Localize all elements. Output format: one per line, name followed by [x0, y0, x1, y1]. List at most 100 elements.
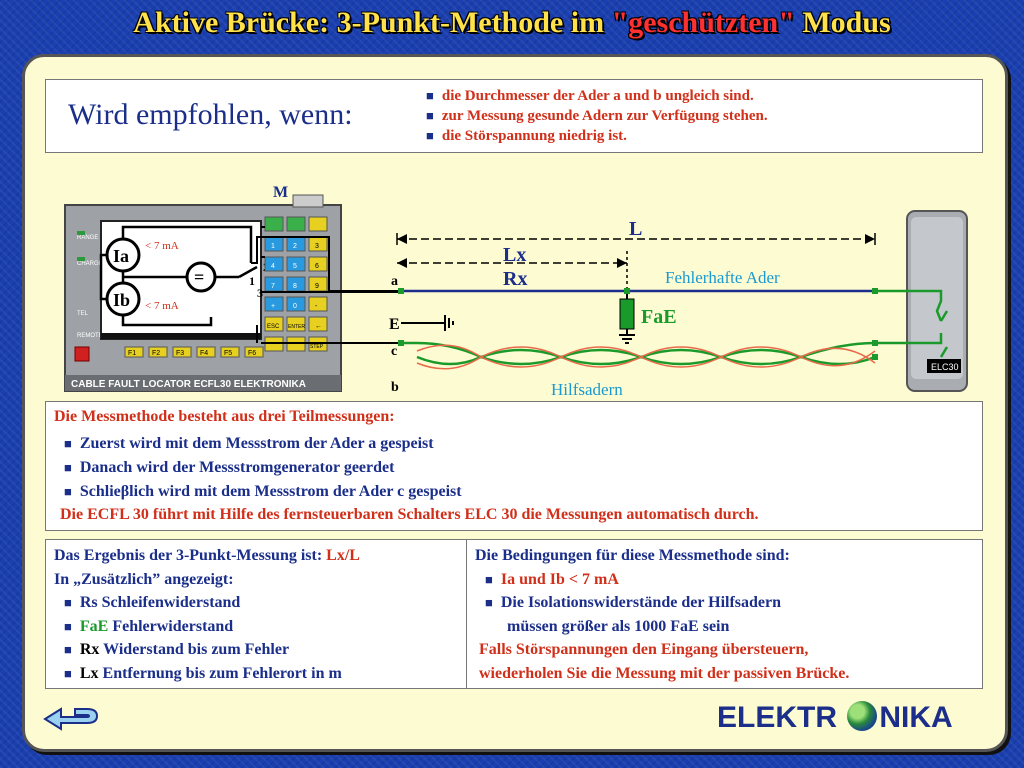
keypad-key[interactable]	[286, 216, 306, 232]
ia-label: Ia	[113, 246, 129, 266]
keypad-key[interactable]	[264, 256, 284, 272]
warning-text: Falls Störspannungen den Eingang überste…	[479, 641, 809, 658]
list-item-text: Schlieβlich wird mit dem Messstrom der A…	[79, 483, 462, 500]
result-key: Rs	[79, 594, 98, 611]
aux-cores-label: Hilfsadern	[551, 380, 623, 395]
bullet-icon: ■	[426, 108, 434, 123]
keypad-key[interactable]	[264, 296, 284, 312]
list-item-text: müssen größer als 1000 FaE sein	[507, 617, 730, 635]
dimension-Rx-label: Rx	[503, 268, 527, 290]
terminal-a	[398, 288, 404, 294]
terminal-c	[398, 340, 404, 346]
fault-label: FaE	[641, 306, 677, 328]
list-item: ■Zuerst wird mit dem Messstrom der Ader …	[64, 432, 462, 456]
list-item-text: Danach wird der Messstromgenerator geerd…	[79, 459, 395, 476]
title-text: Aktive Brücke: 3-Punkt-Methode im	[133, 6, 612, 39]
remote-switch-arm	[939, 310, 949, 322]
recommendation-heading: Wird empfohlen, wenn:	[68, 98, 353, 131]
bullet-icon: ■	[64, 618, 72, 634]
device-footer-text: CABLE FAULT LOCATOR ECFL30 ELEKTRONIKA	[71, 379, 306, 390]
bullet-icon: ■	[64, 595, 72, 610]
ib-limit-label: < 7 mA	[145, 300, 179, 312]
fkey-button[interactable]	[124, 346, 144, 358]
fkey-button[interactable]	[244, 346, 264, 358]
keypad-key[interactable]	[308, 316, 328, 332]
back-arrow-icon[interactable]	[41, 703, 105, 739]
keypad-key[interactable]	[264, 216, 284, 232]
result-text: Das Ergebnis der 3-Punkt-Messung ist:	[54, 547, 327, 564]
list-item-text: Die Isolationswiderstände der Hilfsadern	[500, 594, 782, 611]
key-label: 4	[271, 263, 275, 270]
title-text-end: Modus	[794, 6, 891, 39]
arrow-icon	[617, 258, 627, 268]
keypad-key[interactable]	[286, 256, 306, 272]
internal-wire	[121, 315, 213, 327]
method-note: Die ECFL 30 führt mit Hilfe des fernsteu…	[60, 506, 759, 523]
list-item-text: die Durchmesser der Ader a und b ungleic…	[441, 88, 754, 104]
recommendation-box: Wird empfohlen, wenn: ■ die Durchmesser d…	[45, 79, 983, 153]
result-desc: Entfernung bis zum Fehlerort in m	[98, 664, 342, 682]
aux-core-b	[416, 341, 876, 366]
bullet-icon: ■	[485, 571, 493, 587]
fkey-button[interactable]	[196, 346, 216, 358]
result-list: Das Ergebnis der 3-Punkt-Messung ist: Lx…	[54, 544, 360, 685]
spacer	[401, 343, 875, 389]
result-key: Rx	[79, 641, 100, 658]
internal-wire	[99, 253, 107, 301]
method-steps: ■Zuerst wird mit dem Messstrom der Ader …	[64, 432, 462, 504]
faulty-core-label: Fehlerhafte Ader	[665, 268, 780, 287]
arrow-icon	[865, 234, 875, 244]
logo-text: NIKA	[879, 701, 953, 734]
side-label: REMOTE	[77, 333, 103, 339]
key-label: 6	[315, 263, 319, 270]
wire-a-label: a	[391, 274, 398, 289]
logo-text: ELEKTR	[717, 701, 837, 734]
list-item: ■ Rs Schleifenwiderstand	[54, 591, 360, 615]
page-title: Aktive Brücke: 3-Punkt-Methode im "gesch…	[0, 6, 1024, 40]
recommendation-list: ■ die Durchmesser der Ader a und b unglei…	[426, 86, 768, 146]
keypad-key[interactable]	[308, 256, 328, 272]
twisted-sheath	[416, 346, 876, 370]
dimension-L-label: L	[629, 218, 642, 240]
result-desc: Widerstand bis zum Fehler	[99, 641, 290, 658]
switch-pos-3: 3	[257, 286, 263, 300]
result-desc: Schleifenwiderstand	[97, 594, 241, 611]
side-label: RANGE	[77, 235, 98, 241]
keypad-key[interactable]	[308, 216, 328, 232]
list-item: ■die Durchmesser der Ader a und b unglei…	[426, 86, 768, 106]
remote-label: ELC30	[931, 362, 959, 372]
bullet-icon: ■	[426, 128, 434, 143]
keypad-key[interactable]	[286, 316, 306, 332]
key-label: ←	[315, 323, 322, 330]
result-key: Lx	[79, 664, 99, 682]
keypad-key[interactable]	[308, 296, 328, 312]
fkey-button[interactable]	[220, 346, 240, 358]
switch-arm	[238, 265, 258, 279]
remote-internal-wire	[875, 333, 943, 345]
bullet-icon: ■	[64, 460, 72, 475]
device-label: M	[273, 184, 288, 201]
conditions-panel: Die Bedingungen für diese Messmethode si…	[467, 540, 982, 688]
internal-wire	[121, 225, 253, 263]
list-item: ■Lx Entfernung bis zum Fehlerort in m	[54, 662, 360, 686]
result-line: Das Ergebnis der 3-Punkt-Messung ist: Lx…	[54, 544, 360, 568]
result-box: Das Ergebnis der 3-Punkt-Messung ist: Lx…	[45, 539, 983, 689]
method-title: Die Messmethode besteht aus drei Teilmes…	[54, 408, 395, 425]
bullet-icon: ■	[64, 436, 72, 451]
keypad-key[interactable]	[264, 316, 284, 332]
keypad-key[interactable]	[286, 296, 306, 312]
result-key: FaE	[79, 617, 109, 635]
content-panel: Wird empfohlen, wenn: ■ die Durchmesser d…	[22, 54, 1008, 752]
list-item: ■ Danach wird der Messstromgenerator geer…	[64, 456, 462, 480]
device-connector	[292, 194, 324, 208]
ib-label: Ib	[113, 290, 130, 310]
fkey-button[interactable]	[172, 346, 192, 358]
key-label: 2	[293, 243, 297, 250]
wire-a-lead	[251, 236, 330, 291]
power-button[interactable]	[74, 346, 90, 362]
list-item-text: die Störspannung niedrig ist.	[441, 128, 627, 144]
key-label: 0	[293, 303, 297, 310]
side-label: TEL	[77, 311, 89, 317]
key-label: -	[315, 303, 318, 310]
fkey-button[interactable]	[148, 346, 168, 358]
